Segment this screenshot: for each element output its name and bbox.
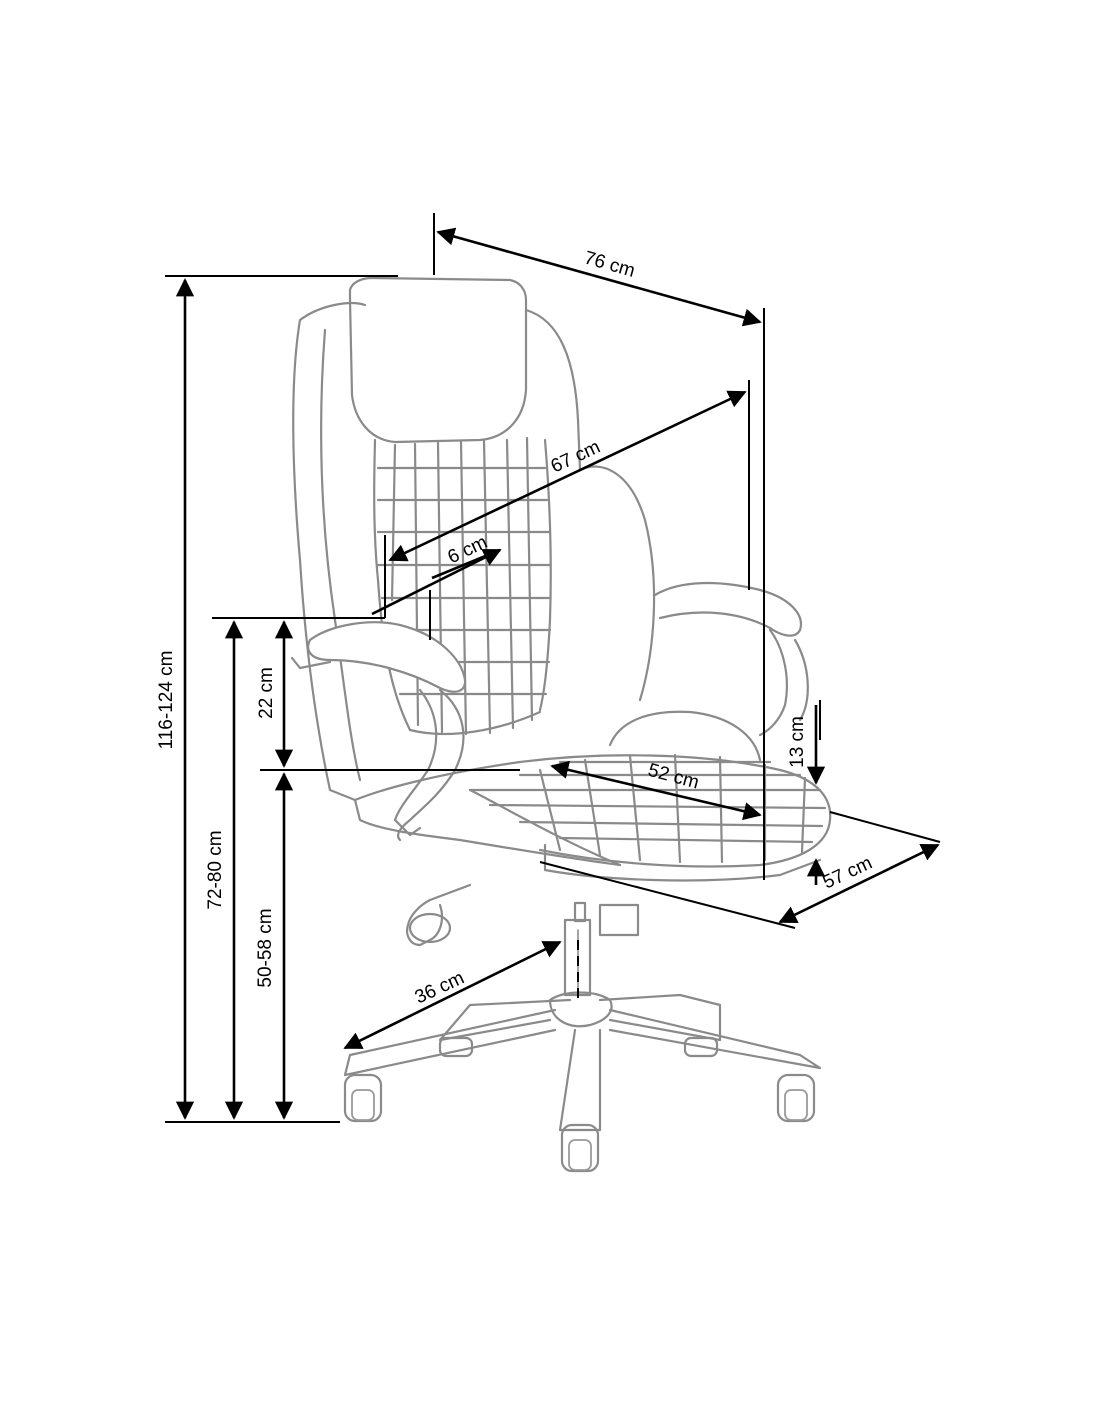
seat-depth-label: 52 cm [646, 760, 701, 794]
backrest-quilting [376, 436, 552, 736]
armrest-height-label: 22 cm [256, 667, 277, 719]
seat-depth-arrow [550, 760, 762, 821]
seat-width-arrow [778, 843, 940, 924]
seat-height-label: 50-58 cm [255, 908, 276, 987]
dimension-lines [165, 213, 941, 1123]
total-height-label: 116-124 cm [156, 651, 177, 750]
armrest-width-arrow-b [431, 548, 501, 580]
right-armrest [653, 581, 809, 737]
seat-thickness-label: 13 cm [787, 716, 808, 768]
armrest-width-arrow-a [371, 548, 502, 616]
depth-label: 76 cm [582, 247, 638, 281]
armrest-floor-height-label: 72-80 cm [205, 830, 226, 909]
casters [343, 1036, 816, 1173]
left-armrest [290, 621, 467, 842]
base-radius-arrow [343, 940, 562, 1050]
backrest-height-arrow [388, 390, 747, 562]
seat-width-label: 57 cm [820, 853, 876, 894]
depth-arrow [436, 227, 762, 327]
seat-cushion [353, 710, 832, 882]
